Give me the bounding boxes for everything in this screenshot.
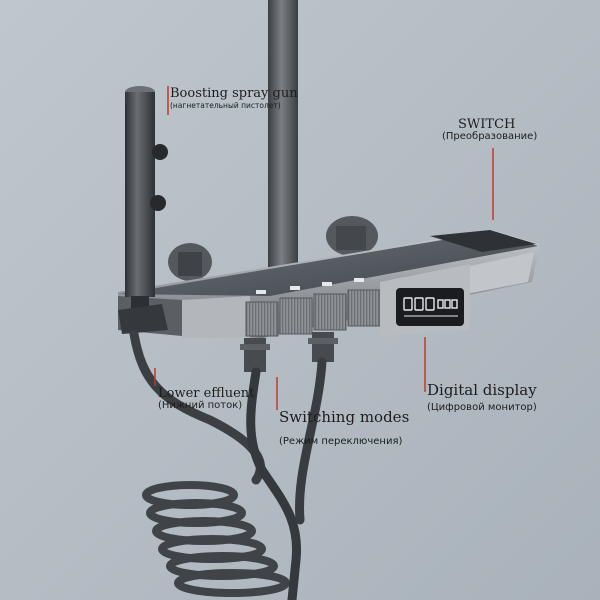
- label-switch-title: SWITCH: [458, 117, 516, 132]
- spray-gun-handle[interactable]: [118, 86, 168, 334]
- spray-button-lower[interactable]: [150, 195, 166, 211]
- outlet-connectors: [240, 332, 338, 372]
- label-spray-gun-title: Boosting spray gun: [170, 86, 298, 101]
- straight-hose: [246, 367, 302, 600]
- display-digits: [403, 297, 458, 317]
- display-screen: [396, 288, 464, 326]
- right-end-cap: [466, 252, 534, 294]
- lower-hose: [295, 357, 327, 525]
- label-digital-display-title: Digital display: [427, 381, 537, 399]
- label-lower-effluent-title: Lower effluent: [158, 386, 255, 401]
- spray-button-upper[interactable]: [152, 144, 168, 160]
- label-switching-modes-title: Switching modes: [279, 408, 410, 426]
- wall-mount-right: [326, 216, 378, 256]
- label-lower-effluent-subtitle: (Нижний поток): [158, 400, 243, 411]
- wall-mount-left: [168, 243, 212, 281]
- label-switching-modes-subtitle: (Режим переключения): [279, 436, 403, 447]
- label-digital-display-subtitle: (Цифровой монитор): [427, 402, 537, 413]
- switch-buttons: [245, 278, 381, 337]
- digital-display-unit: [380, 264, 470, 336]
- mode-button-4[interactable]: [347, 289, 381, 327]
- mode-button-1[interactable]: [245, 301, 279, 337]
- label-switch-subtitle: (Преобразование): [442, 131, 538, 142]
- callout-lines: [154, 86, 494, 410]
- riser-pipe: [268, 0, 298, 292]
- mode-button-3[interactable]: [313, 293, 347, 331]
- hose-coils: [142, 481, 290, 597]
- glass-top-panel: [120, 232, 538, 296]
- label-spray-gun-subtitle: (нагнетательный пистолет): [170, 101, 281, 110]
- mode-button-2[interactable]: [279, 297, 313, 335]
